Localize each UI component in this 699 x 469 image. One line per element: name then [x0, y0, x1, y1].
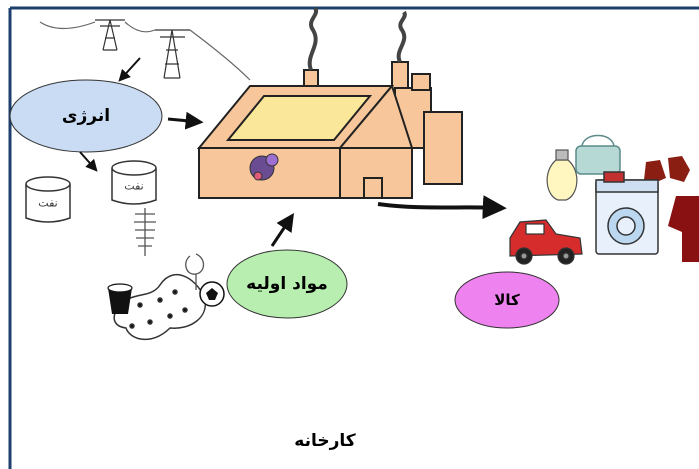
- goods-label: کالا: [494, 291, 520, 309]
- leaf-icon: [185, 253, 205, 290]
- ball-icon: [199, 281, 225, 307]
- arrow-tower-energy: [118, 57, 141, 82]
- wheat-icon: [134, 208, 156, 256]
- raw-materials-node: [226, 249, 348, 319]
- energy-node: [9, 79, 163, 153]
- arrow-factory-goods: [377, 195, 507, 220]
- shoes-icon: [644, 156, 690, 184]
- oil-label-1: نفت: [124, 179, 144, 193]
- lamp-icon: [546, 149, 578, 201]
- car-icon: [509, 219, 583, 265]
- oil-label-2: نفت: [38, 196, 58, 210]
- bag-icon: [575, 134, 621, 175]
- arrow-raw-factory: [270, 213, 294, 247]
- bucket-icon: [107, 283, 133, 314]
- goods-node: [454, 271, 560, 329]
- sweater-icon: [668, 196, 699, 262]
- raw-materials-label: مواد اولیه: [246, 274, 328, 294]
- factory-label: کارخانه: [294, 431, 356, 451]
- energy-label: انرژی: [61, 106, 111, 126]
- arrow-energy-oil: [79, 151, 98, 172]
- oil-barrel-icon: [25, 160, 157, 223]
- power-tower-icon: [39, 19, 251, 81]
- arrow-energy-factory: [167, 111, 204, 130]
- washing-machine-icon: [595, 171, 659, 255]
- factory-building: [196, 6, 463, 199]
- cotton-icon: [113, 273, 206, 340]
